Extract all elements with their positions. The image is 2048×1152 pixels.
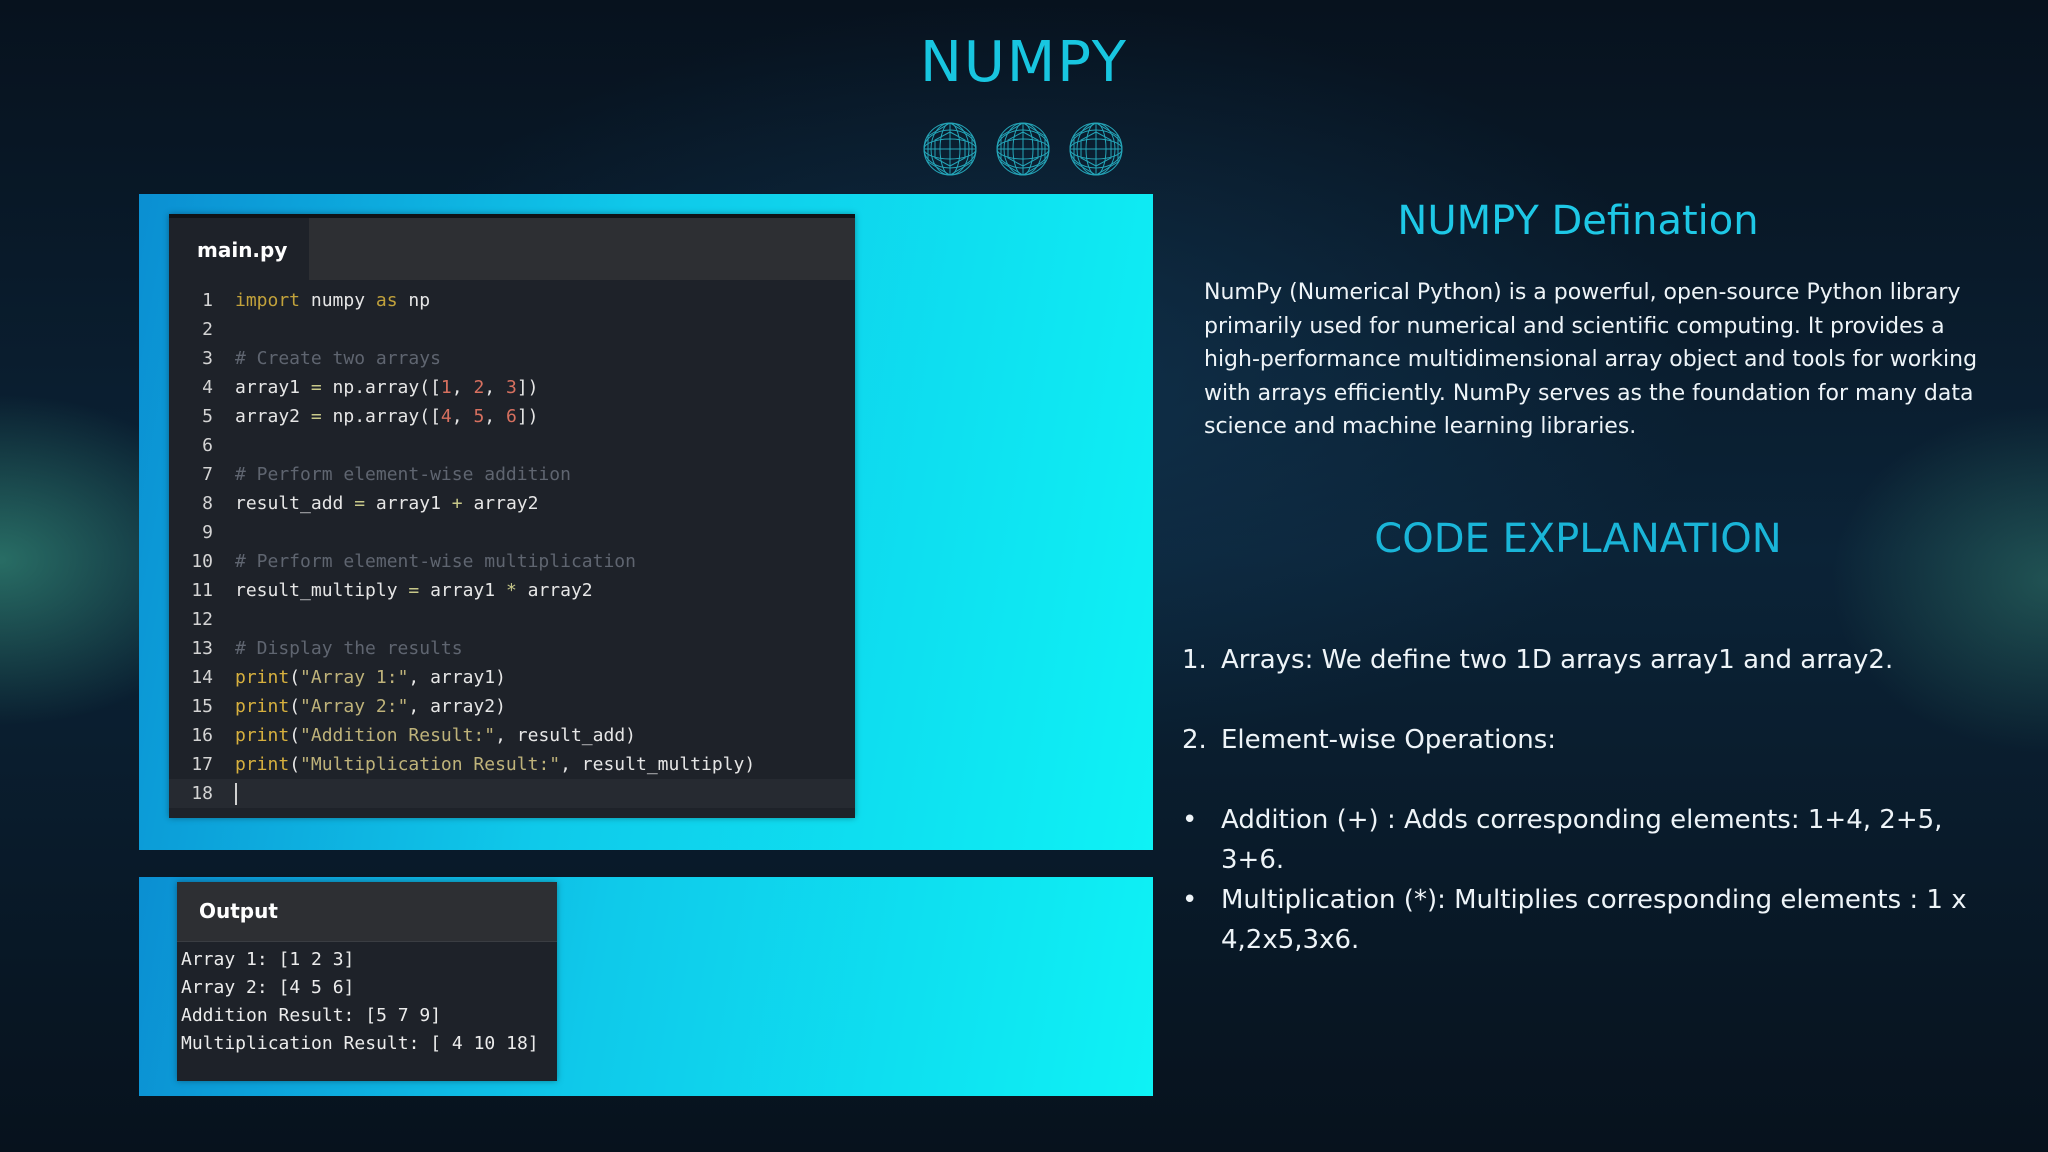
code-line[interactable]: 3 # Create two arrays bbox=[169, 344, 855, 373]
list-number: 1. bbox=[1182, 645, 1207, 675]
code-text: result_multiply = array1 * array2 bbox=[235, 580, 593, 601]
code-line[interactable]: 10 # Perform element-wise multiplication bbox=[169, 547, 855, 576]
code-line[interactable]: 12 bbox=[169, 605, 855, 634]
code-text: # Perform element-wise multiplication bbox=[235, 551, 636, 572]
output-line: Array 1: [1 2 3] bbox=[181, 949, 355, 970]
output-title: Output bbox=[177, 882, 557, 942]
page-title: NUMPY bbox=[920, 30, 1128, 95]
output-console: Output Array 1: [1 2 3]Array 2: [4 5 6]A… bbox=[177, 882, 557, 1081]
code-line[interactable]: 8 result_add = array1 + array2 bbox=[169, 489, 855, 518]
definition-heading: NUMPY Defination bbox=[1397, 198, 1759, 244]
code-panel: main.py 1 import numpy as np 2 3 # Create tw… bbox=[139, 194, 1153, 850]
output-line: Array 2: [4 5 6] bbox=[181, 977, 355, 998]
globe-icons bbox=[917, 120, 1127, 180]
line-number: 12 bbox=[191, 609, 213, 630]
code-line[interactable]: 15 print("Array 2:", array2) bbox=[169, 692, 855, 721]
line-number: 16 bbox=[191, 725, 213, 746]
code-text: array2 = np.array([4, 5, 6]) bbox=[235, 406, 539, 427]
code-lines[interactable]: 1 import numpy as np 2 3 # Create two arrays… bbox=[169, 286, 855, 808]
code-line[interactable]: 9 bbox=[169, 518, 855, 547]
bullet-marker: • bbox=[1182, 805, 1198, 835]
line-number: 8 bbox=[202, 493, 213, 514]
globe-icon bbox=[1069, 122, 1123, 176]
line-number: 4 bbox=[202, 377, 213, 398]
code-text: # Create two arrays bbox=[235, 348, 441, 369]
line-number: 7 bbox=[202, 464, 213, 485]
explanation-text: Addition (+) : Adds corresponding elemen… bbox=[1221, 805, 1943, 875]
code-text: print("Array 2:", array2) bbox=[235, 696, 506, 717]
code-text: result_add = array1 + array2 bbox=[235, 493, 539, 514]
line-number: 1 bbox=[202, 290, 213, 311]
code-line[interactable]: 6 bbox=[169, 431, 855, 460]
output-line: Multiplication Result: [ 4 10 18] bbox=[181, 1033, 539, 1054]
explanation-text: Element-wise Operations: bbox=[1221, 725, 1557, 755]
explanation-text: Multiplication (*): Multiplies correspon… bbox=[1221, 885, 1967, 955]
tab-main-py[interactable]: main.py bbox=[169, 218, 309, 282]
code-line[interactable]: 1 import numpy as np bbox=[169, 286, 855, 315]
code-text: # Display the results bbox=[235, 638, 463, 659]
line-number: 2 bbox=[202, 319, 213, 340]
explanation-heading: CODE EXPLANATION bbox=[1374, 516, 1782, 562]
output-panel: Output Array 1: [1 2 3]Array 2: [4 5 6]A… bbox=[139, 877, 1153, 1096]
definition-body: NumPy (Numerical Python) is a powerful, … bbox=[1204, 280, 1978, 439]
line-number: 13 bbox=[191, 638, 213, 659]
code-line[interactable]: 2 bbox=[169, 315, 855, 344]
globe-icon bbox=[996, 122, 1050, 176]
code-line[interactable]: 14 print("Array 1:", array1) bbox=[169, 663, 855, 692]
line-number: 15 bbox=[191, 696, 213, 717]
code-text: # Perform element-wise addition bbox=[235, 464, 571, 485]
code-line[interactable]: 18 bbox=[169, 779, 855, 808]
code-line[interactable]: 4 array1 = np.array([1, 2, 3]) bbox=[169, 373, 855, 402]
code-line[interactable]: 5 array2 = np.array([4, 5, 6]) bbox=[169, 402, 855, 431]
line-number: 6 bbox=[202, 435, 213, 456]
line-number: 18 bbox=[191, 783, 213, 804]
line-number: 9 bbox=[202, 522, 213, 543]
code-text: print("Array 1:", array1) bbox=[235, 667, 506, 688]
code-line[interactable]: 13 # Display the results bbox=[169, 634, 855, 663]
editor-tabbar: main.py bbox=[169, 218, 855, 282]
code-text: print("Multiplication Result:", result_m… bbox=[235, 754, 756, 775]
output-line: Addition Result: [5 7 9] bbox=[181, 1005, 442, 1026]
bullet-marker: • bbox=[1182, 885, 1198, 915]
line-number: 11 bbox=[191, 580, 213, 601]
line-number: 14 bbox=[191, 667, 213, 688]
code-editor[interactable]: main.py 1 import numpy as np 2 3 # Create tw… bbox=[169, 214, 855, 818]
code-line[interactable]: 7 # Perform element-wise addition bbox=[169, 460, 855, 489]
line-number: 5 bbox=[202, 406, 213, 427]
code-line[interactable]: 16 print("Addition Result:", result_add) bbox=[169, 721, 855, 750]
line-number: 3 bbox=[202, 348, 213, 369]
code-line[interactable]: 11 result_multiply = array1 * array2 bbox=[169, 576, 855, 605]
list-number: 2. bbox=[1182, 725, 1207, 755]
code-text: print("Addition Result:", result_add) bbox=[235, 725, 636, 746]
line-number: 10 bbox=[191, 551, 213, 572]
code-text: import numpy as np bbox=[235, 290, 431, 311]
globe-icon bbox=[923, 122, 977, 176]
code-line[interactable]: 17 print("Multiplication Result:", result… bbox=[169, 750, 855, 779]
output-lines: Array 1: [1 2 3] Array 2: [4 5 6] Addition… bbox=[181, 946, 539, 1058]
editor-topbar bbox=[169, 214, 855, 218]
code-text: array1 = np.array([1, 2, 3]) bbox=[235, 377, 539, 398]
explanation-text: Arrays: We define two 1D arrays array1 a… bbox=[1221, 645, 1894, 675]
line-number: 17 bbox=[191, 754, 213, 775]
code-text bbox=[235, 779, 237, 808]
